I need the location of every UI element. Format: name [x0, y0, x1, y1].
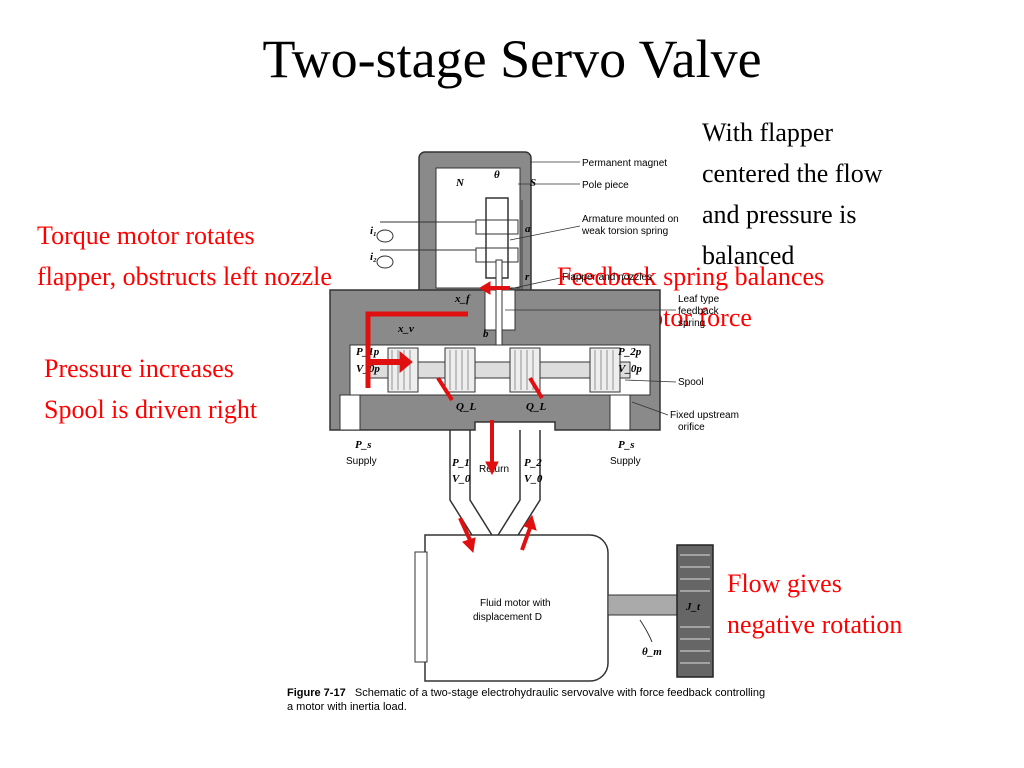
permanent-magnet-label: Permanent magnet: [582, 158, 667, 169]
pole-piece-label: Pole piece: [582, 180, 629, 191]
flow-note: Flow gives negative rotation: [727, 569, 903, 639]
v0p-right-label: V_0p: [618, 363, 642, 375]
spring-label: spring: [678, 318, 705, 329]
pressure-note: Pressure increases Spool is driven right: [44, 354, 258, 424]
flapper-nozzles-label: Flapper and nozzles: [562, 272, 652, 283]
fluid-motor-label: Fluid motor with: [480, 598, 551, 609]
p1-label: P_1: [452, 457, 470, 469]
flow-arrows: [365, 281, 544, 554]
jt-label: J_t: [685, 601, 701, 613]
motor-shaft: [607, 594, 684, 616]
figure-caption-text: Schematic of a two-stage electrohydrauli…: [287, 687, 766, 713]
armature-coil-1: [475, 219, 519, 235]
line-to-motor-right: [494, 430, 521, 541]
r-label: r: [525, 271, 530, 283]
motor-end-plate: [414, 551, 428, 663]
s-pole-label: S: [530, 177, 536, 189]
v0-left-label: V_0: [452, 473, 471, 485]
servo-valve-schematic: N S θ a r i₁ i₂ x_f b P_1p V_0p P_2p V_0…: [329, 151, 739, 682]
spool-land-4: [589, 347, 621, 393]
i2-label: i₂: [370, 251, 377, 263]
supply-left-label: Supply: [346, 456, 377, 467]
theta-label: θ: [494, 169, 500, 181]
orifice-label: orifice: [678, 422, 705, 433]
slide-title: Two-stage Servo Valve: [262, 29, 762, 89]
p2-label: P_2: [524, 457, 542, 469]
armature-label: Armature mounted on: [582, 214, 679, 225]
p2p-label: P_2p: [618, 346, 642, 358]
figure-number: Figure 7-17: [287, 687, 346, 699]
ps-left-label: P_s: [355, 439, 372, 451]
armature-label-2: weak torsion spring: [581, 226, 668, 237]
figure-caption: Figure 7-17 Schematic of a two-stage ele…: [287, 686, 767, 714]
torque-note: Torque motor rotates flapper, obstructs …: [37, 221, 332, 291]
xf-label: x_f: [454, 293, 471, 305]
theta-m-label: θ_m: [642, 646, 662, 658]
v0-right-label: V_0: [524, 473, 543, 485]
supply-channel-right: [609, 394, 631, 431]
ql-right-label: Q_L: [526, 401, 546, 413]
spool-land-2: [444, 347, 476, 393]
ql-left-label: Q_L: [456, 401, 476, 413]
supply-right-label: Supply: [610, 456, 641, 467]
i1-label: i₁: [370, 225, 377, 237]
spool-label: Spool: [678, 377, 704, 388]
fluid-motor: [424, 534, 609, 682]
leaf-type-label: Leaf type: [678, 294, 720, 305]
ps-right-label: P_s: [618, 439, 635, 451]
a-label: a: [525, 223, 531, 235]
fixed-upstream-label: Fixed upstream: [670, 410, 739, 421]
b-label: b: [483, 328, 489, 340]
xv-label: x_v: [397, 323, 414, 335]
flapper: [495, 259, 503, 351]
displacement-label: displacement D: [473, 612, 542, 623]
n-pole-label: N: [455, 177, 465, 189]
supply-channel-left: [339, 394, 361, 431]
line-to-motor-left: [449, 430, 476, 550]
balanced-note: With flapper centered the flow and press…: [702, 118, 883, 270]
feedback-label: feedback: [678, 306, 720, 317]
